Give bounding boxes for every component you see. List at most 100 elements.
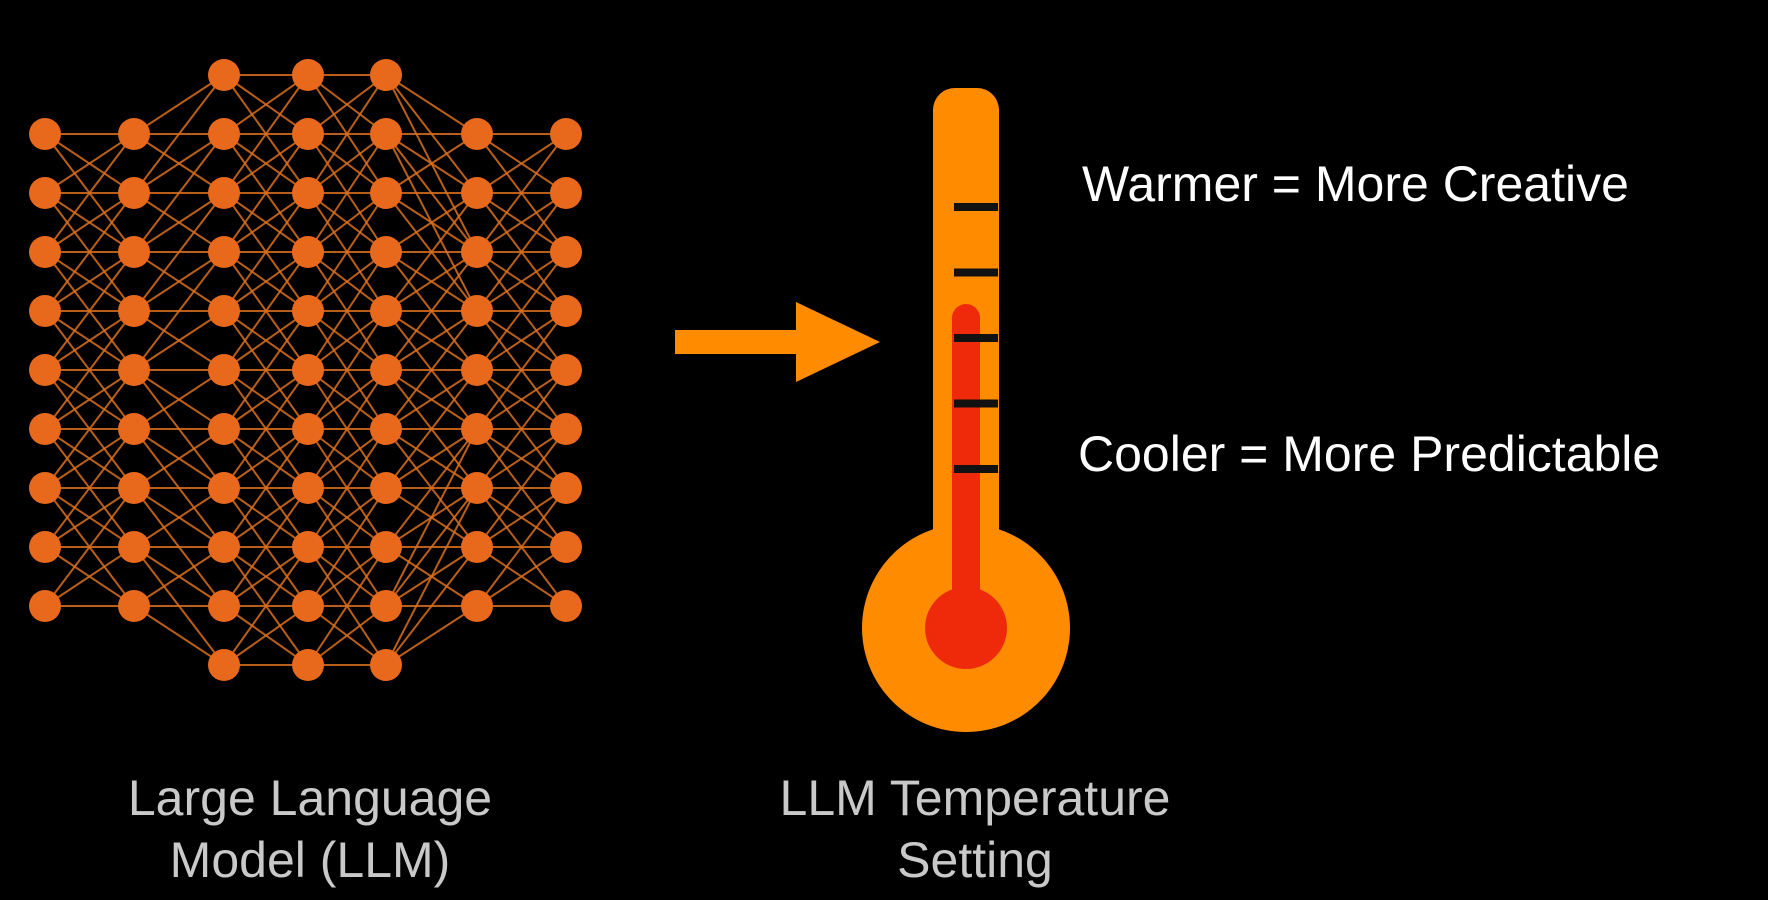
network-node (370, 413, 402, 445)
network-caption-line1: Large Language (127, 770, 493, 826)
network-node (118, 354, 150, 386)
network-node (461, 354, 493, 386)
network-edge (223, 310, 309, 430)
network-node (550, 295, 582, 327)
thermometer-tick (954, 268, 998, 277)
network-node (118, 118, 150, 150)
network-node (550, 531, 582, 563)
network-edge (476, 251, 567, 312)
network-edge (307, 428, 387, 489)
network-node (118, 590, 150, 622)
network-node (29, 531, 61, 563)
network-edge (223, 369, 309, 489)
thermometer-caption-line2: Setting (897, 832, 1053, 888)
network-edge (385, 192, 478, 312)
network-edge (476, 310, 567, 430)
network-node (550, 354, 582, 386)
network-edge (133, 487, 225, 548)
network-edge (44, 310, 135, 430)
network-node (370, 118, 402, 150)
network-edge (307, 546, 387, 666)
network-edge (307, 74, 387, 135)
network-edge (44, 192, 135, 253)
network-node (550, 413, 582, 445)
network-edge (476, 192, 567, 312)
network-edge (223, 251, 309, 312)
network-edge (223, 369, 309, 430)
network-node (292, 354, 324, 386)
network-node (208, 531, 240, 563)
network-edge (223, 133, 309, 194)
network-node (208, 118, 240, 150)
network-edge (223, 428, 309, 489)
network-edge (476, 133, 567, 253)
network-node (461, 118, 493, 150)
network-nodes (29, 59, 582, 681)
network-edge (385, 251, 478, 312)
thermometer-mercury-bulb (925, 587, 1007, 669)
network-edge (385, 192, 478, 253)
network-node (208, 354, 240, 386)
network-node (208, 236, 240, 268)
network-edge (385, 310, 478, 371)
network-node (461, 472, 493, 504)
network-edge (223, 74, 309, 194)
network-edge (385, 251, 478, 371)
network-edge (44, 133, 135, 194)
network-edge (307, 133, 387, 253)
network-node (208, 59, 240, 91)
network-caption-line2: Model (LLM) (169, 832, 451, 888)
network-edge (385, 605, 478, 666)
network-edge (307, 546, 387, 607)
network-node (370, 177, 402, 209)
network-edge (44, 487, 135, 548)
network-edge (385, 428, 478, 489)
network-edge (44, 546, 135, 607)
network-node (550, 590, 582, 622)
network-edge (133, 428, 225, 489)
network-node (118, 295, 150, 327)
network-edge (133, 74, 225, 135)
network-edge (307, 369, 387, 489)
network-edge (223, 192, 309, 253)
network-node (461, 177, 493, 209)
network-edge (476, 428, 567, 489)
network-edge (307, 428, 387, 548)
network-edge (223, 605, 309, 666)
network-edge (223, 192, 309, 312)
network-edge (44, 369, 135, 430)
network-edge (476, 487, 567, 607)
network-node (550, 177, 582, 209)
network-edge (476, 310, 567, 371)
network-node (461, 531, 493, 563)
arrow-shape (675, 302, 880, 382)
network-edge (44, 428, 135, 548)
network-node (208, 649, 240, 681)
network-node (29, 236, 61, 268)
network-edge (44, 251, 135, 312)
network-edge (44, 133, 135, 253)
network-edge (44, 487, 135, 607)
thermometer-caption: LLM Temperature Setting (735, 767, 1215, 891)
network-node (292, 649, 324, 681)
network-edge (133, 192, 225, 312)
network-node (292, 118, 324, 150)
network-node (370, 236, 402, 268)
network-edge (385, 487, 478, 666)
thermometer-tick (954, 399, 998, 408)
network-edge (223, 546, 309, 607)
network-edge (223, 310, 309, 371)
network-node (550, 472, 582, 504)
network-node (29, 295, 61, 327)
network-node (29, 472, 61, 504)
network-node (208, 295, 240, 327)
network-edge (476, 369, 567, 489)
network-edge (133, 251, 225, 371)
network-node (29, 413, 61, 445)
network-node (461, 413, 493, 445)
network-edge (476, 369, 567, 430)
network-node (370, 354, 402, 386)
network-node (29, 354, 61, 386)
